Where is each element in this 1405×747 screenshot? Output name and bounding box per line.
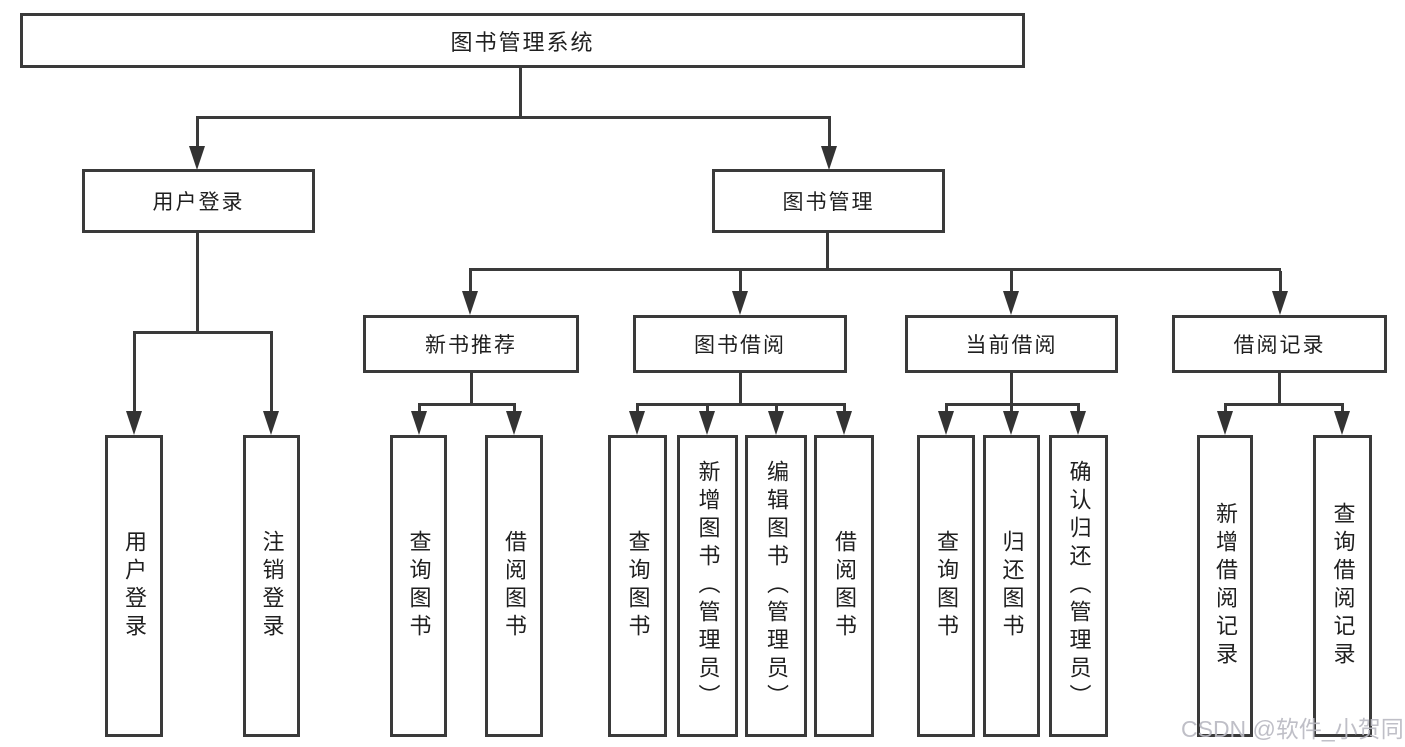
leaf-label: 归还图书 [999,530,1025,642]
leaf-confirm-return-admin: 确认归还（管理员） [1049,435,1108,737]
leaf-add-books-admin: 新增图书（管理员） [677,435,738,737]
connector-line [469,268,1281,271]
connector-line [945,406,948,413]
connector-line [636,406,639,413]
arrow-down-icon [1334,411,1350,435]
leaf-add-borrow-record: 新增借阅记录 [1197,435,1253,737]
connector-line [945,403,1080,406]
node-book-borrowing: 图书借阅 [633,315,847,373]
leaf-label: 查询借阅记录 [1330,502,1356,670]
arrow-down-icon [1070,411,1086,435]
leaf-user-login: 用户登录 [105,435,163,737]
arrow-down-icon [1217,411,1233,435]
leaf-label: 确认归还（管理员） [1066,460,1092,712]
arrow-down-icon [732,291,748,315]
leaf-logout: 注销登录 [243,435,300,737]
arrow-down-icon [462,291,478,315]
node-borrowing-records: 借阅记录 [1172,315,1387,373]
arrow-down-icon [1003,411,1019,435]
connector-line [196,233,199,333]
leaf-query-borrow-record: 查询借阅记录 [1313,435,1372,737]
node-new-book-recommend: 新书推荐 [363,315,579,373]
connector-line [418,406,421,413]
leaf-edit-books-admin: 编辑图书（管理员） [745,435,807,737]
leaf-label: 借阅图书 [832,530,857,642]
connector-line [1278,373,1281,404]
connector-line [739,271,742,291]
connector-line [469,271,472,291]
node-current-borrowing: 当前借阅 [905,315,1118,373]
arrow-down-icon [263,411,279,435]
connector-line [1077,406,1080,413]
connector-line [133,331,273,334]
connector-line [636,403,846,406]
connector-line [133,334,136,411]
connector-line [1279,271,1282,291]
arrow-down-icon [506,411,522,435]
arrow-down-icon [1003,291,1019,315]
connector-line [270,334,273,411]
node-book-management: 图书管理 [712,169,945,233]
leaf-label: 查询图书 [406,530,432,642]
connector-line [1224,406,1227,413]
arrow-down-icon [768,411,784,435]
arrow-down-icon [126,411,142,435]
connector-line [196,116,831,119]
connector-line [843,406,846,413]
leaf-borrow-books-recommend: 借阅图书 [485,435,543,737]
arrow-down-icon [836,411,852,435]
node-root: 图书管理系统 [20,13,1025,68]
leaf-label: 新增借阅记录 [1213,502,1238,670]
node-user-login: 用户登录 [82,169,315,233]
connector-line [828,116,831,146]
connector-line [519,68,522,118]
arrow-down-icon [938,411,954,435]
connector-line [1010,373,1013,404]
connector-line [513,406,516,413]
arrow-down-icon [1272,291,1288,315]
connector-line [1010,406,1013,413]
leaf-label: 用户登录 [122,530,147,642]
leaf-query-books-recommend: 查询图书 [390,435,447,737]
connector-line [1010,271,1013,291]
csdn-watermark: CSDN @软件_小贺同学 [1181,716,1405,742]
connector-line [775,406,778,413]
leaf-label: 借阅图书 [502,530,527,642]
leaf-label: 查询图书 [934,530,959,642]
arrow-down-icon [629,411,645,435]
leaf-return-books: 归还图书 [983,435,1040,737]
connector-line [826,233,829,270]
connector-line [739,373,742,404]
connector-line [418,403,516,406]
leaf-label: 注销登录 [259,530,285,642]
leaf-label: 编辑图书（管理员） [764,460,789,712]
arrow-down-icon [411,411,427,435]
connector-line [706,406,709,413]
arrow-down-icon [189,146,205,170]
connector-line [1224,403,1344,406]
leaf-label: 查询图书 [625,530,651,642]
leaf-borrow-books: 借阅图书 [814,435,874,737]
arrow-down-icon [821,146,837,170]
connector-line [1341,406,1344,413]
connector-line [196,116,199,146]
arrow-down-icon [699,411,715,435]
leaf-label: 新增图书（管理员） [695,460,721,712]
connector-line [470,373,473,404]
leaf-query-books-current: 查询图书 [917,435,975,737]
leaf-query-books-borrow: 查询图书 [608,435,667,737]
